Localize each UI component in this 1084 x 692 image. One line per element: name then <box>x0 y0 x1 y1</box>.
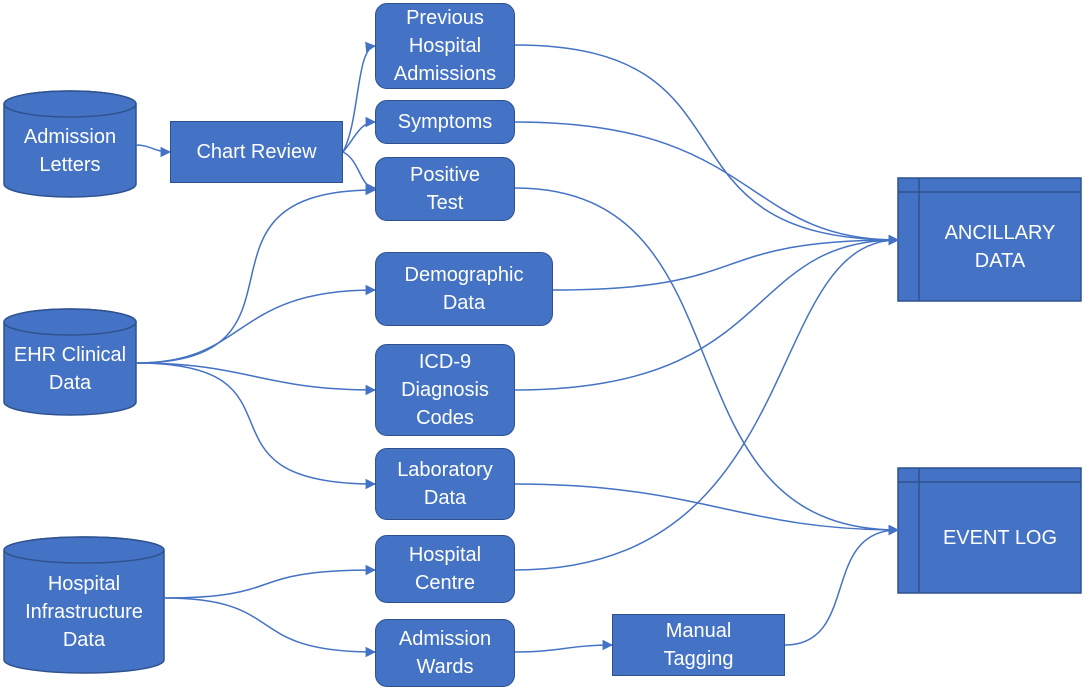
edge-chart-review-to-positive-test <box>342 151 377 194</box>
positive-test-box: Positive Test <box>375 157 515 221</box>
edge-ehr-to-icd9 <box>135 362 377 396</box>
chart-review-box: Chart Review <box>170 121 343 183</box>
ehr-clinical-data-label: EHR Clinical Data <box>13 344 127 394</box>
event-log-table <box>897 467 1082 594</box>
hospital-infrastructure-data-label: Hospital Infrastructure Data <box>25 573 143 651</box>
edge-infra-to-admission-wards <box>163 597 377 658</box>
edge-ehr-to-demographic <box>135 284 377 364</box>
previous-hospital-admissions-box: Previous Hospital Admissions <box>375 3 515 89</box>
edge-ehr-to-laboratory <box>135 362 377 490</box>
edge-hospital-centre-to-ancillary <box>514 234 900 571</box>
edge-ehr-to-positive-test <box>135 184 377 364</box>
ancillary-data-table <box>897 177 1082 302</box>
edge-chart-review-to-symptoms <box>342 116 377 153</box>
edge-demographic-to-ancillary <box>552 234 900 291</box>
hospital-infrastructure-database <box>3 536 165 674</box>
laboratory-data-box: Laboratory Data <box>375 448 515 520</box>
edge-admission-wards-to-manual-tagging <box>514 639 614 653</box>
icd9-diagnosis-codes-box: ICD-9 Diagnosis Codes <box>375 344 515 436</box>
event-log-label: EVENT LOG <box>942 526 1058 549</box>
edge-laboratory-to-event-log <box>514 483 900 536</box>
ehr-clinical-database <box>3 308 137 416</box>
admission-letters-database <box>3 90 137 198</box>
edge-previous-admissions-to-ancillary <box>514 44 900 246</box>
hospital-centre-box: Hospital Centre <box>375 535 515 603</box>
edge-infra-to-hospital-centre <box>163 564 377 599</box>
edge-symptoms-to-ancillary <box>514 121 900 246</box>
edge-letters-to-chart-review <box>135 144 172 158</box>
demographic-data-box: Demographic Data <box>375 252 553 326</box>
admission-wards-box: Admission Wards <box>375 619 515 687</box>
edge-positive-test-to-event-log <box>514 187 900 536</box>
edge-manual-tagging-to-event-log <box>784 524 900 646</box>
edge-chart-review-to-previous-admissions <box>342 41 377 153</box>
ancillary-data-label: ANCILLARY DATA <box>944 221 1056 272</box>
symptoms-box: Symptoms <box>375 100 515 144</box>
admission-letters-label: Admission Letters <box>23 126 117 176</box>
manual-tagging-box: Manual Tagging <box>612 614 785 676</box>
connectors <box>135 41 900 658</box>
edge-icd9-to-ancillary <box>514 234 900 391</box>
